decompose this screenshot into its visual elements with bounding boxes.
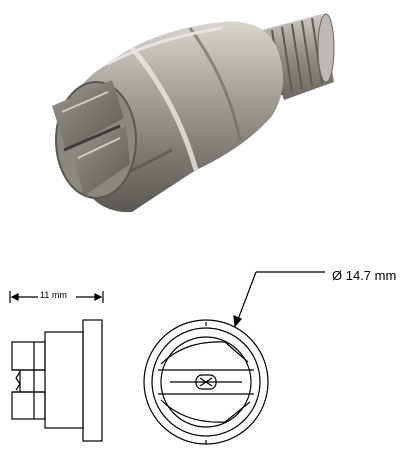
nozzle-photo xyxy=(52,13,335,213)
center-orifice xyxy=(195,374,217,390)
length-dimension-line xyxy=(9,291,104,303)
inner-ring xyxy=(151,327,261,437)
diameter-leader xyxy=(233,271,325,328)
lower-slot xyxy=(160,399,251,423)
length-dimension-label: 11 mm xyxy=(40,290,67,300)
front-view-drawing xyxy=(143,271,325,445)
diameter-dimension-label: Ø 14.7 mm xyxy=(332,268,397,283)
upper-slot xyxy=(160,341,249,365)
side-view-drawing xyxy=(9,291,104,442)
nozzle-tip xyxy=(52,80,137,199)
side-body xyxy=(44,331,84,429)
lower-lug xyxy=(11,391,46,420)
orifice-face xyxy=(160,336,252,428)
side-flange xyxy=(82,319,103,442)
upper-lug xyxy=(11,341,46,371)
